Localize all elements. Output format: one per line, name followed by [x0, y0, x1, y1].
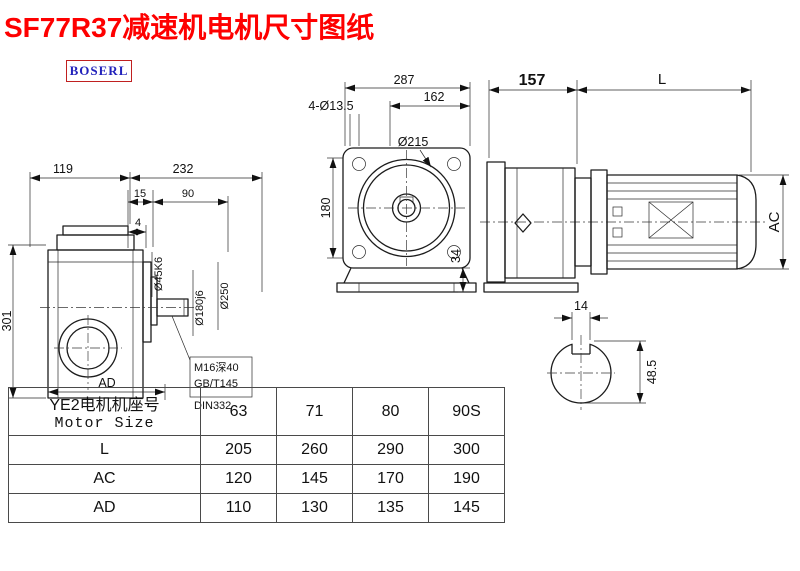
dim-4-label: 4	[135, 217, 141, 229]
row-label-AC: AC	[8, 464, 201, 494]
dim-bolt-holes-label: 4-Ø13.5	[308, 99, 353, 113]
dim-90-label: 90	[182, 188, 194, 200]
table-row-AC: AC 120 145 170 190	[8, 464, 505, 494]
dim-AD-label: AD	[98, 376, 115, 390]
dim-34-label: 34	[449, 249, 463, 263]
table-row-AD: AD 110 130 135 145	[8, 493, 505, 523]
dim-180-label: 180	[319, 198, 333, 219]
brand-logo: BOSERL	[66, 60, 132, 82]
dim-pilot-diameter-label: Ø215	[398, 135, 429, 149]
dim-157-label: 157	[519, 72, 546, 89]
left-view: 119 232 15 90 4 301 AD Ø45K6 Ø180j6 Ø250…	[0, 162, 263, 412]
value-AC-80: 170	[352, 464, 429, 494]
note-tap-hole: M16深40	[194, 361, 239, 374]
dim-L-label: L	[658, 71, 666, 88]
dim-15-label: 15	[134, 188, 146, 200]
motor-size-table: YE2电机机座号 Motor Size 63 71 80 90S L 205 2…	[8, 387, 505, 523]
header-label-cn: YE2电机机座号	[49, 397, 160, 414]
dim-keyway-width-label: 14	[574, 299, 588, 313]
dim-shaft-diameter-label: Ø45K6	[153, 257, 165, 291]
size-63: 63	[200, 387, 277, 436]
row-label-AD: AD	[8, 493, 201, 523]
dim-flange-diameter-label: Ø250	[219, 283, 231, 310]
value-AC-90S: 190	[428, 464, 505, 494]
value-AC-63: 120	[200, 464, 277, 494]
value-AD-80: 135	[352, 493, 429, 523]
page-title: SF77R37减速机电机尺寸图纸	[4, 12, 375, 43]
front-view: 287 162 4-Ø13.5 Ø215 180 34	[308, 73, 477, 293]
side-view: 157 L AC	[480, 71, 789, 293]
technical-drawing: 287 162 4-Ø13.5 Ø215 180 34	[0, 71, 789, 412]
value-AD-71: 130	[276, 493, 353, 523]
size-71: 71	[276, 387, 353, 436]
dim-287-label: 287	[394, 73, 415, 87]
table-header-row: YE2电机机座号 Motor Size 63 71 80 90S	[8, 387, 505, 436]
dim-301-label: 301	[0, 311, 14, 332]
value-L-80: 290	[352, 435, 429, 465]
value-AD-90S: 145	[428, 493, 505, 523]
dim-shaft-height-label: 48.5	[645, 360, 659, 384]
value-AC-71: 145	[276, 464, 353, 494]
value-L-71: 260	[276, 435, 353, 465]
table-header-motor-size: YE2电机机座号 Motor Size	[8, 387, 201, 436]
header-label-en: Motor Size	[54, 415, 155, 432]
size-80: 80	[352, 387, 429, 436]
dim-AC-label: AC	[766, 211, 783, 232]
value-L-90S: 300	[428, 435, 505, 465]
dim-162-label: 162	[424, 90, 445, 104]
shaft-section-view: 14 48.5	[547, 299, 659, 410]
table-row-L: L 205 260 290 300	[8, 435, 505, 465]
dim-119-label: 119	[53, 162, 73, 176]
size-90S: 90S	[428, 387, 505, 436]
value-AD-63: 110	[200, 493, 277, 523]
value-L-63: 205	[200, 435, 277, 465]
dim-232-label: 232	[173, 162, 194, 176]
brand-logo-text: BOSERL	[69, 63, 129, 78]
row-label-L: L	[8, 435, 201, 465]
dim-spigot-diameter-label: Ø180j6	[194, 290, 206, 325]
